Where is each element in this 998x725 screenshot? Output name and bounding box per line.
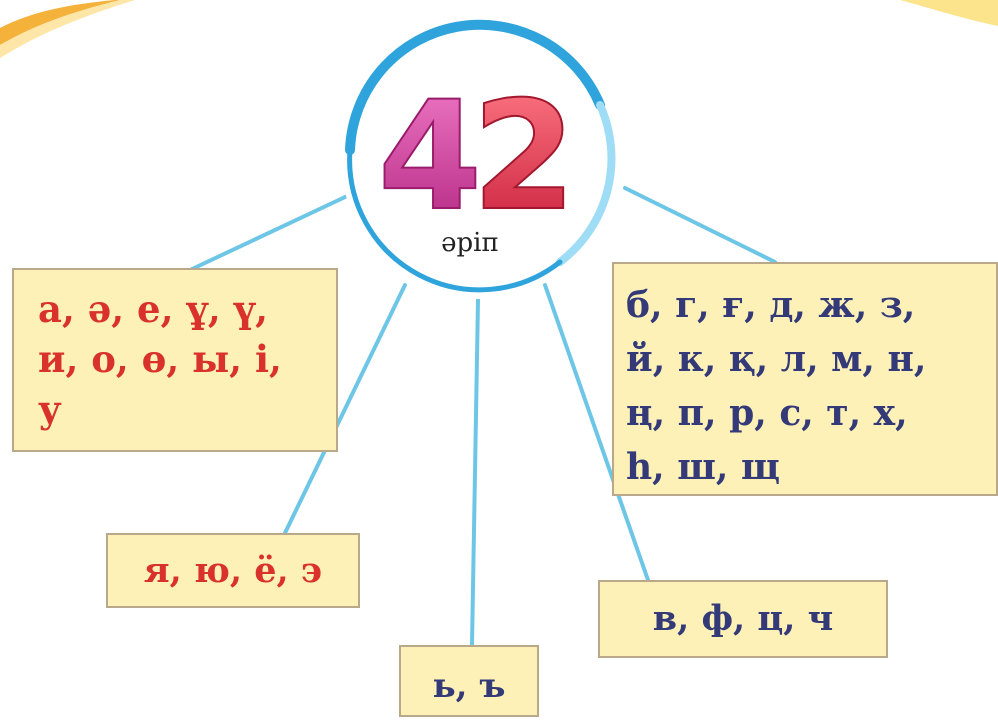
connector-signs — [470, 298, 480, 647]
consonants-box: б, г, ғ, д, ж, з, й, к, қ, л, м, н, ң, п… — [612, 262, 998, 496]
center-circle — [342, 27, 614, 299]
consonants-line: й, к, қ, л, м, н, — [626, 338, 927, 380]
consonants-line: һ, ш, щ — [626, 446, 780, 488]
center-label: әріп — [441, 228, 499, 258]
vowels-line: а, ә, е, ұ, ү, — [38, 287, 268, 331]
vowels-line: у — [38, 387, 62, 431]
consonants-line: ң, п, р, с, т, х, — [626, 392, 908, 434]
connector-borrowed — [543, 283, 650, 582]
connector-vowels — [188, 188, 362, 272]
signs-box: ь, ъ — [399, 645, 539, 717]
center-circle-ring-lower — [347, 147, 563, 293]
top-banner-arc — [0, 0, 120, 45]
digit-four: 4 — [378, 70, 482, 244]
top-right-arc — [900, 0, 998, 26]
vowels-line: и, о, ө, ы, і, — [38, 337, 282, 381]
digit-two: 2 — [472, 70, 576, 244]
vowels-box: а, ә, е, ұ, ү, и, о, ө, ы, і, у — [12, 268, 338, 452]
connector-iotated — [283, 283, 407, 535]
borrowed-consonants-box: в, ф, ц, ч — [598, 580, 888, 658]
connector-consonants — [623, 186, 777, 264]
center-circle-ring-light — [556, 101, 616, 266]
consonants-line: б, г, ғ, д, ж, з, — [626, 284, 916, 326]
center-circle-ring — [345, 19, 605, 155]
iotated-vowels-box: я, ю, ё, э — [106, 533, 360, 608]
